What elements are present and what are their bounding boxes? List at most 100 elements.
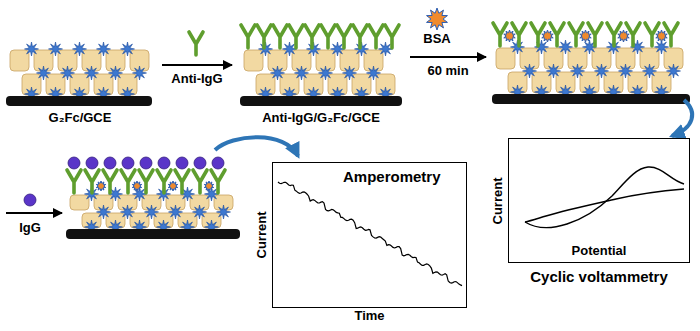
- electrode: [492, 40, 690, 104]
- antibody-symbol: [289, 25, 303, 48]
- ferrocene-star: [73, 42, 87, 56]
- amperometry-trace: [278, 182, 462, 286]
- step-label: IgG: [19, 220, 41, 236]
- igg-symbol: [24, 194, 36, 206]
- ferrocene-star: [643, 64, 657, 78]
- plot-title: Cyclic voltammetry: [530, 268, 668, 286]
- electrode-label: G₂Fc/GCE: [49, 110, 112, 126]
- antibody-symbol: [103, 170, 117, 193]
- ferrocene-star: [217, 205, 231, 219]
- igg-symbol: [104, 157, 116, 169]
- ferrocene-star: [97, 205, 111, 219]
- curved-arrow: [215, 137, 298, 156]
- bsa-symbol: [656, 30, 667, 42]
- antibody-symbol: [257, 25, 271, 48]
- ferrocene-star: [25, 42, 39, 56]
- igg-symbol: [158, 157, 170, 169]
- antibody-symbol: [175, 170, 189, 193]
- ferrocene-star: [121, 42, 135, 56]
- bsa-symbol: [132, 181, 142, 191]
- bsa-symbol: [168, 181, 178, 191]
- antibody-symbol: [139, 170, 153, 193]
- electrode: [6, 42, 152, 106]
- antibody-symbol: [369, 25, 383, 48]
- antibody-symbol: [664, 23, 678, 46]
- antibody-symbol: [85, 170, 99, 193]
- ferrocene-star: [319, 66, 333, 80]
- arrow: [410, 56, 486, 58]
- electrode-base: [66, 229, 240, 239]
- antibody-symbol: [588, 23, 602, 46]
- dendrimer-block: [10, 50, 29, 71]
- antibody-symbol: [211, 170, 225, 193]
- plot-frame: CurrentPotentialCyclic voltammetry: [508, 138, 690, 263]
- antibody-symbol: [512, 23, 526, 46]
- antibody-symbol: [157, 170, 171, 193]
- bsa-symbol: [504, 30, 515, 42]
- bsa-symbol: [96, 181, 106, 191]
- electrode-base: [240, 96, 402, 106]
- ferrocene-star: [85, 66, 99, 80]
- electrode-base: [6, 96, 152, 106]
- igg-symbol: [122, 157, 134, 169]
- axis-label: Current: [490, 177, 506, 224]
- electrode-node: Anti-IgG/G₂Fc/GCE: [236, 20, 406, 126]
- arrow: [6, 212, 62, 214]
- antibody-symbol: [321, 25, 335, 48]
- antibody-symbol: [626, 23, 640, 46]
- ferrocene-star: [367, 66, 381, 80]
- ferrocene-star: [667, 64, 681, 78]
- connector-arrow: [162, 64, 232, 66]
- ferrocene-star: [295, 66, 309, 80]
- ferrocene-star: [49, 42, 63, 56]
- antibody-symbol: [241, 25, 255, 48]
- igg-symbol: [212, 157, 224, 169]
- ferrocene-star: [145, 205, 159, 219]
- ferrocene-star: [133, 66, 147, 80]
- ferrocene-star: [343, 66, 357, 80]
- antibody-symbol: [121, 170, 135, 193]
- edge-label: Anti-IgG: [171, 71, 222, 87]
- plot-title: Amperometry: [343, 168, 441, 186]
- ferrocene-star: [595, 64, 609, 78]
- antibody-symbol: [353, 25, 367, 48]
- ferrocene-star: [271, 66, 285, 80]
- ferrocene-star: [547, 64, 561, 78]
- ferrocene-star: [193, 205, 207, 219]
- bsa-symbol: [204, 181, 214, 191]
- antibody-symbol: [193, 170, 207, 193]
- ferrocene-star: [121, 205, 135, 219]
- electrode-node: G₂Fc/GCE: [4, 40, 156, 126]
- axis-label: Time: [354, 308, 384, 324]
- antibody-symbol: [337, 25, 351, 48]
- step-label: 60 min: [427, 63, 468, 79]
- axis-label: Current: [254, 212, 270, 259]
- ferrocene-star: [523, 64, 537, 78]
- dendrimer-block: [244, 50, 263, 71]
- plot-frame: AmperometryCurrentTime: [272, 162, 467, 308]
- antibody-symbol: [305, 25, 319, 48]
- electrode-label: Anti-IgG/G₂Fc/GCE: [262, 110, 380, 126]
- ferrocene-star: [61, 66, 75, 80]
- curved-arrow: [672, 100, 692, 136]
- antibody-symbol: [67, 170, 81, 193]
- ferrocene-star: [97, 42, 111, 56]
- igg-symbol: [86, 157, 98, 169]
- dendrimer-block: [496, 48, 515, 69]
- ferrocene-star: [571, 64, 585, 78]
- antibody-symbol: [550, 23, 564, 46]
- electrode: [66, 187, 240, 239]
- igg-symbol: [194, 157, 206, 169]
- bsa-symbol: [427, 8, 448, 30]
- dendrimer-block: [70, 195, 89, 210]
- axis-label: Potential: [572, 243, 627, 259]
- step-label: BSA: [423, 31, 450, 47]
- antibody-symbol: [189, 32, 203, 55]
- bsa-symbol: [580, 30, 591, 42]
- ferrocene-star: [619, 64, 633, 78]
- bsa-symbol: [618, 30, 629, 42]
- ferrocene-star: [109, 66, 123, 80]
- antibody-symbol: [273, 25, 287, 48]
- igg-symbol: [68, 157, 80, 169]
